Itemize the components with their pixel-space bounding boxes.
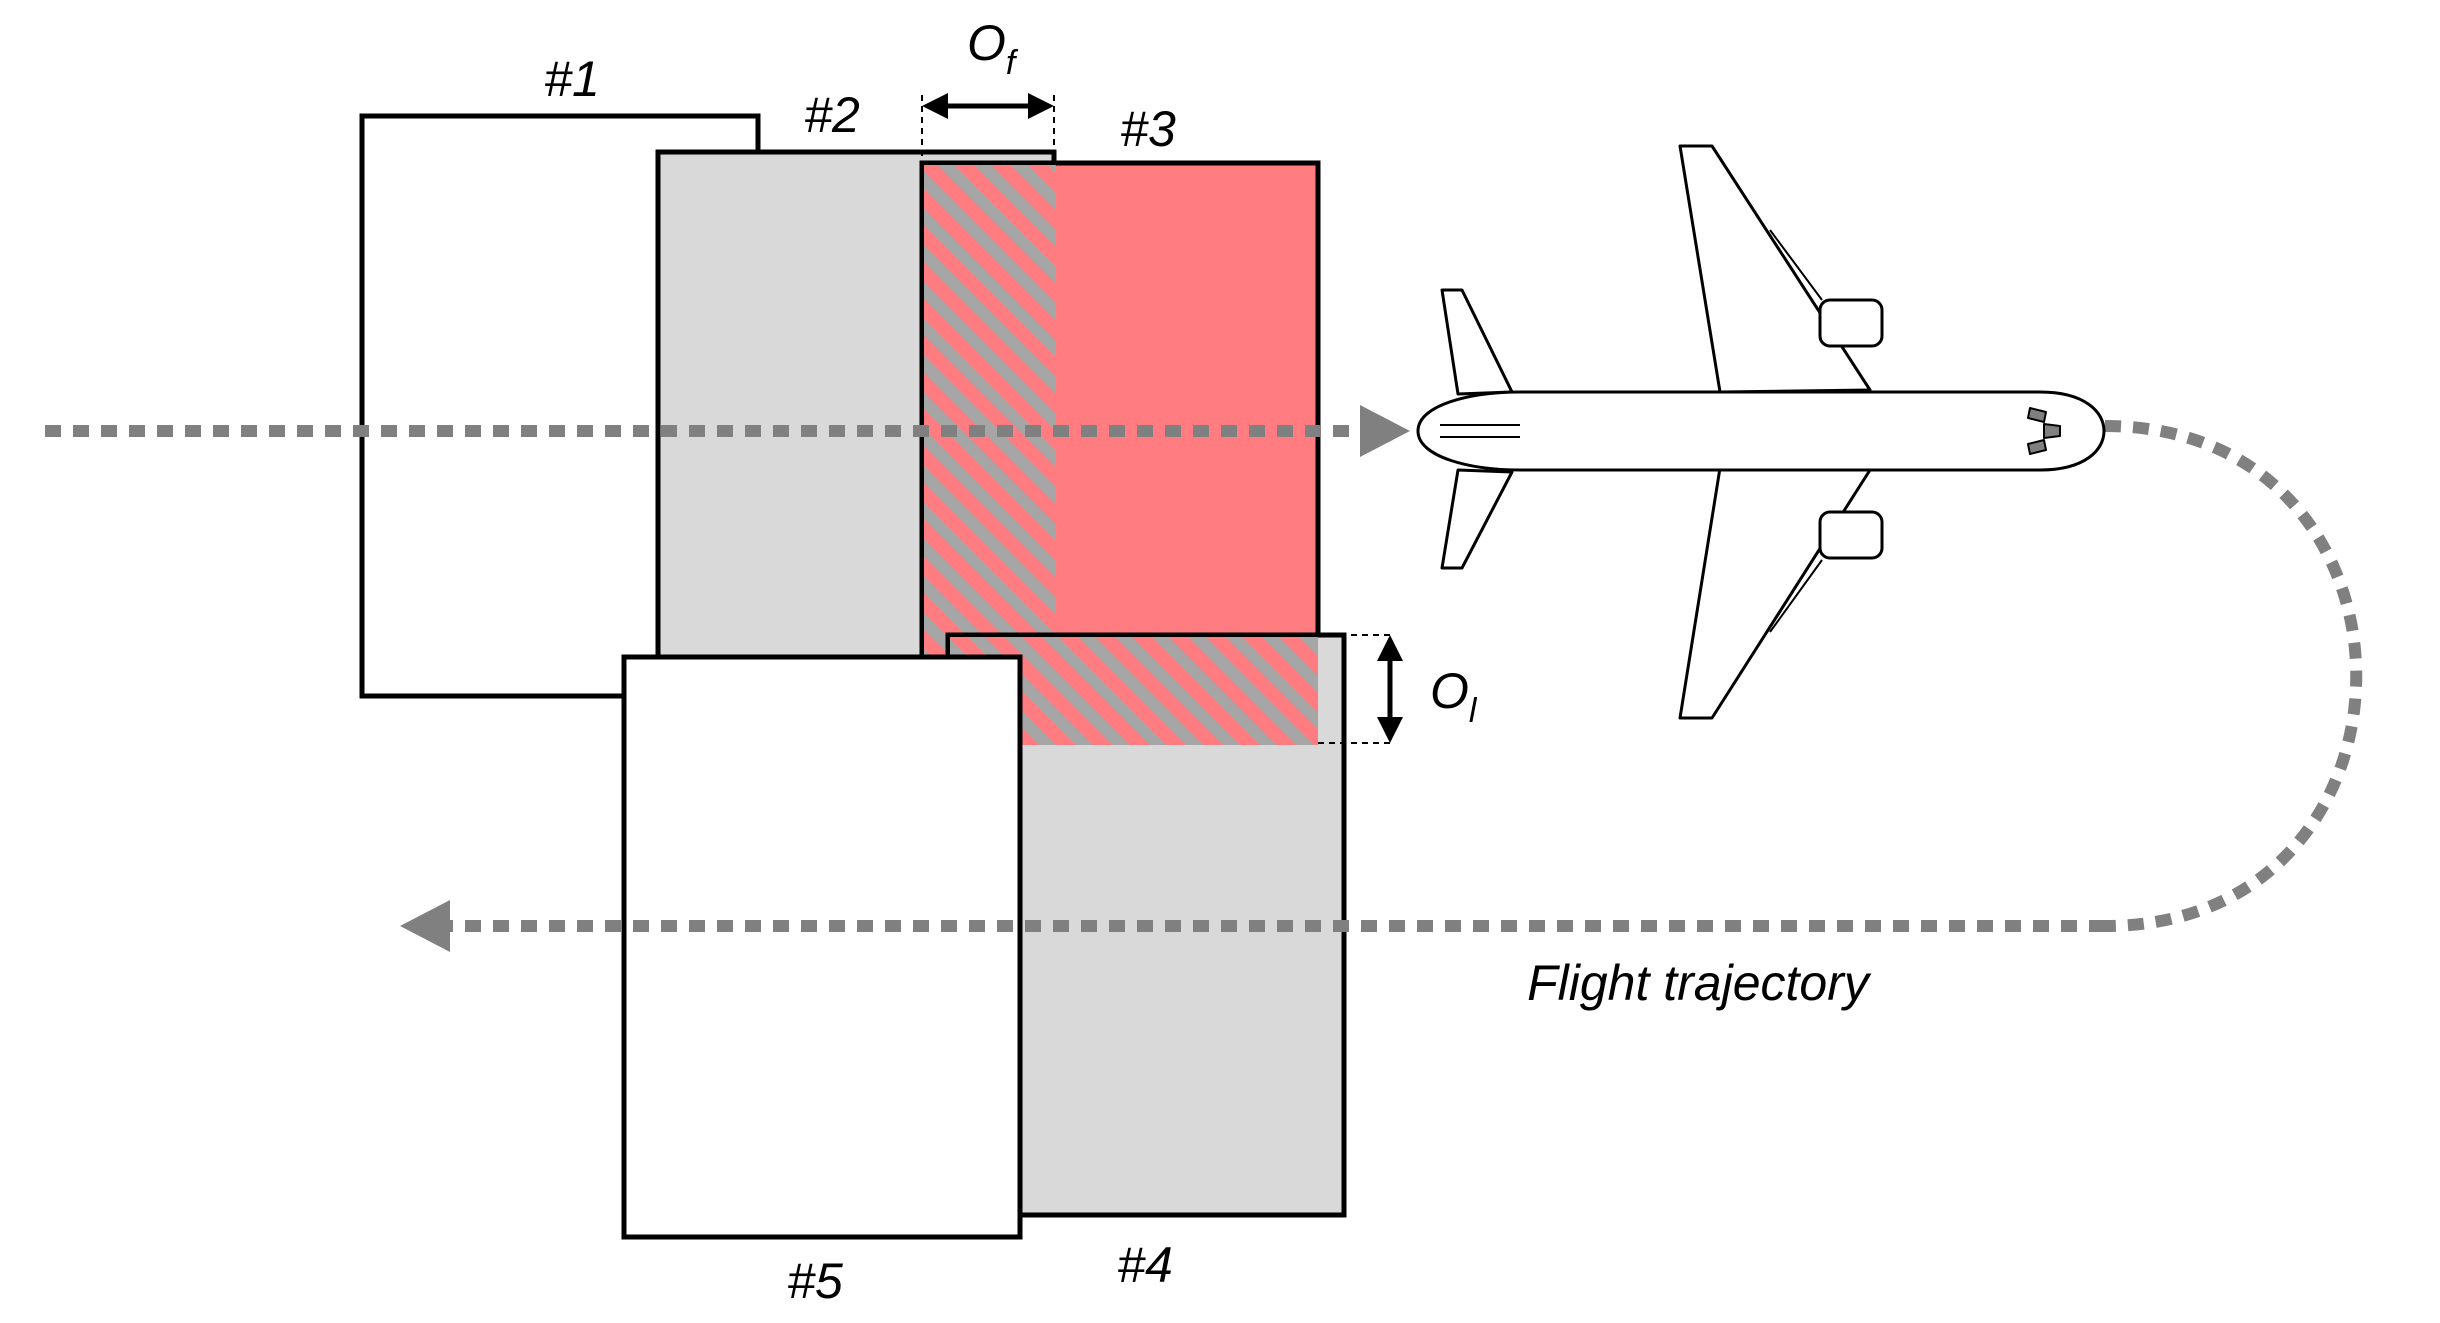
trajectory-arrowhead-left	[400, 900, 450, 952]
forward-overlap-label: Of	[967, 15, 1019, 82]
image-2-label: #2	[804, 87, 860, 143]
lateral-overlap-label: Ol	[1430, 663, 1478, 730]
flight-trajectory	[45, 420, 2363, 932]
image-5	[621, 654, 1023, 1240]
trajectory-arrowhead-right	[1360, 405, 1410, 457]
trajectory-label: Flight trajectory	[1527, 955, 1872, 1011]
image-4-label: #4	[1117, 1237, 1173, 1293]
lateral-overlap-dimension	[1318, 634, 1403, 744]
image-3-label: #3	[1120, 101, 1176, 157]
forward-overlap-hatch	[924, 165, 1056, 655]
forward-overlap-dimension	[921, 93, 1055, 163]
airplane-icon	[1416, 144, 2106, 720]
image-1-label: #1	[544, 51, 600, 107]
image-5-label: #5	[787, 1253, 843, 1309]
